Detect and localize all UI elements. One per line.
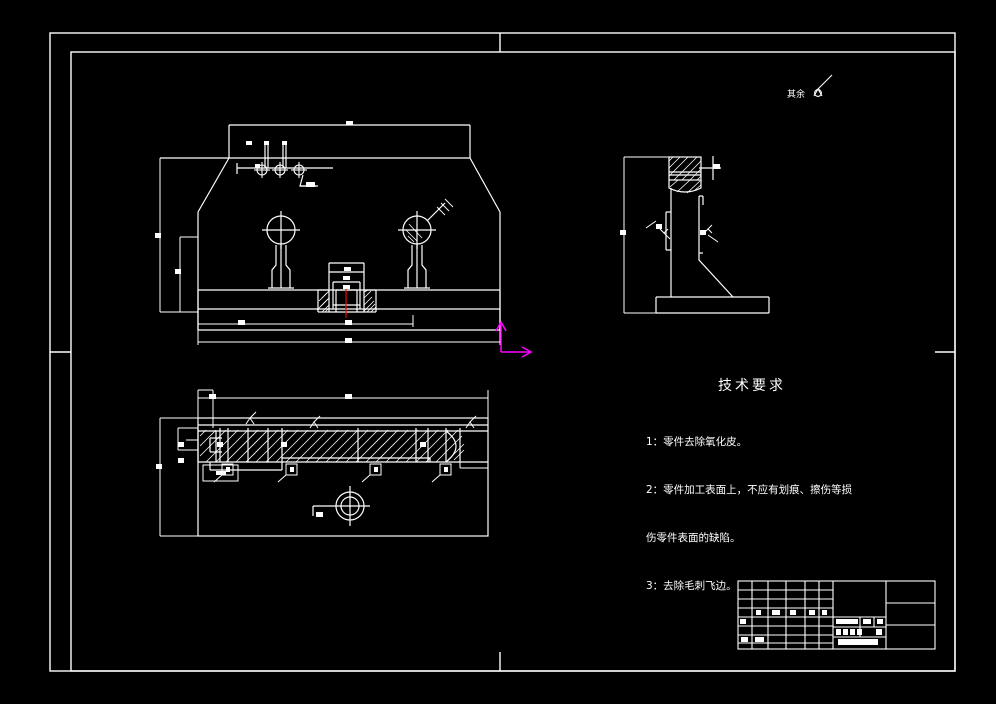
side-view-finish-marks — [659, 224, 713, 240]
sheet-inner-border — [70, 51, 956, 672]
tech-note-3: 3：去除毛刺飞边。 — [646, 580, 737, 592]
sheet-center-marks — [50, 33, 955, 671]
front-view-dimension-values — [155, 121, 353, 343]
surface-finish-symbol-icon — [813, 74, 833, 97]
bottom-view-finish-callouts — [202, 411, 489, 483]
tech-note-1: 1：零件去除氧化皮。 — [646, 436, 748, 448]
technical-requirements-list: 1：零件去除氧化皮。 2：零件加工表面上，不应有划痕、擦伤等损 伤零件表面的缺陷… — [646, 402, 852, 626]
side-view-dimension-values — [620, 164, 720, 235]
bottom-section-view — [197, 417, 489, 537]
drawing-title-block[interactable] — [737, 580, 936, 650]
bottom-section-hatching — [199, 429, 465, 463]
tech-note-2: 2：零件加工表面上，不应有划痕、擦伤等损 — [646, 484, 853, 496]
right-side-section-view — [655, 156, 770, 314]
bottom-view-dimensions — [159, 389, 489, 537]
tech-note-2-cont: 伤零件表面的缺陷。 — [646, 532, 741, 544]
bottom-view-dimension-values — [156, 394, 448, 517]
title-block-values — [740, 610, 883, 645]
surface-finish-label: 其余 — [787, 90, 806, 100]
front-elevation-view — [160, 124, 501, 331]
ucs-axis-icon[interactable] — [495, 320, 533, 358]
technical-requirements-title: 技术要求 — [718, 378, 786, 394]
